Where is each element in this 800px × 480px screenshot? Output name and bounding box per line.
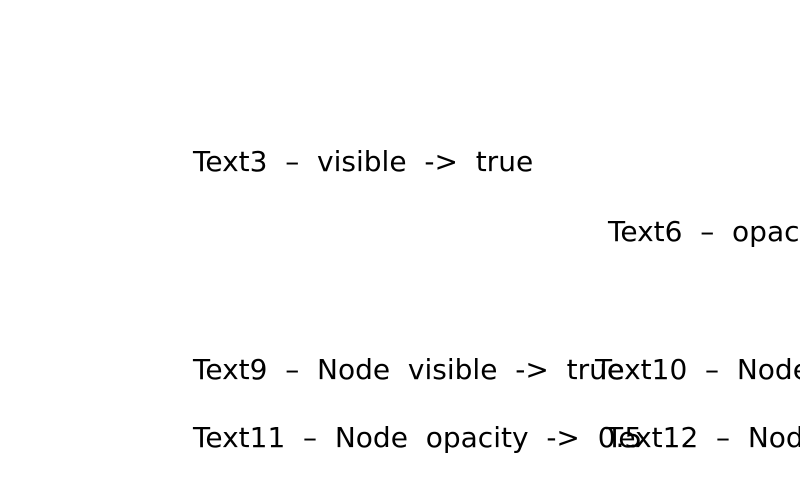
- text-label-text6: Text6 – opacity -> 0.5: [608, 215, 800, 248]
- text-label-text11: Text11 – Node opacity -> 0.5: [193, 421, 643, 454]
- text-label-text12: Text12 – Node opacity -> 1.0: [606, 421, 800, 454]
- text-label-text9: Text9 – Node visible -> true: [193, 353, 625, 386]
- text-label-text3: Text3 – visible -> true: [193, 145, 534, 178]
- text-label-text10: Text10 – Node visible -> false: [595, 353, 800, 386]
